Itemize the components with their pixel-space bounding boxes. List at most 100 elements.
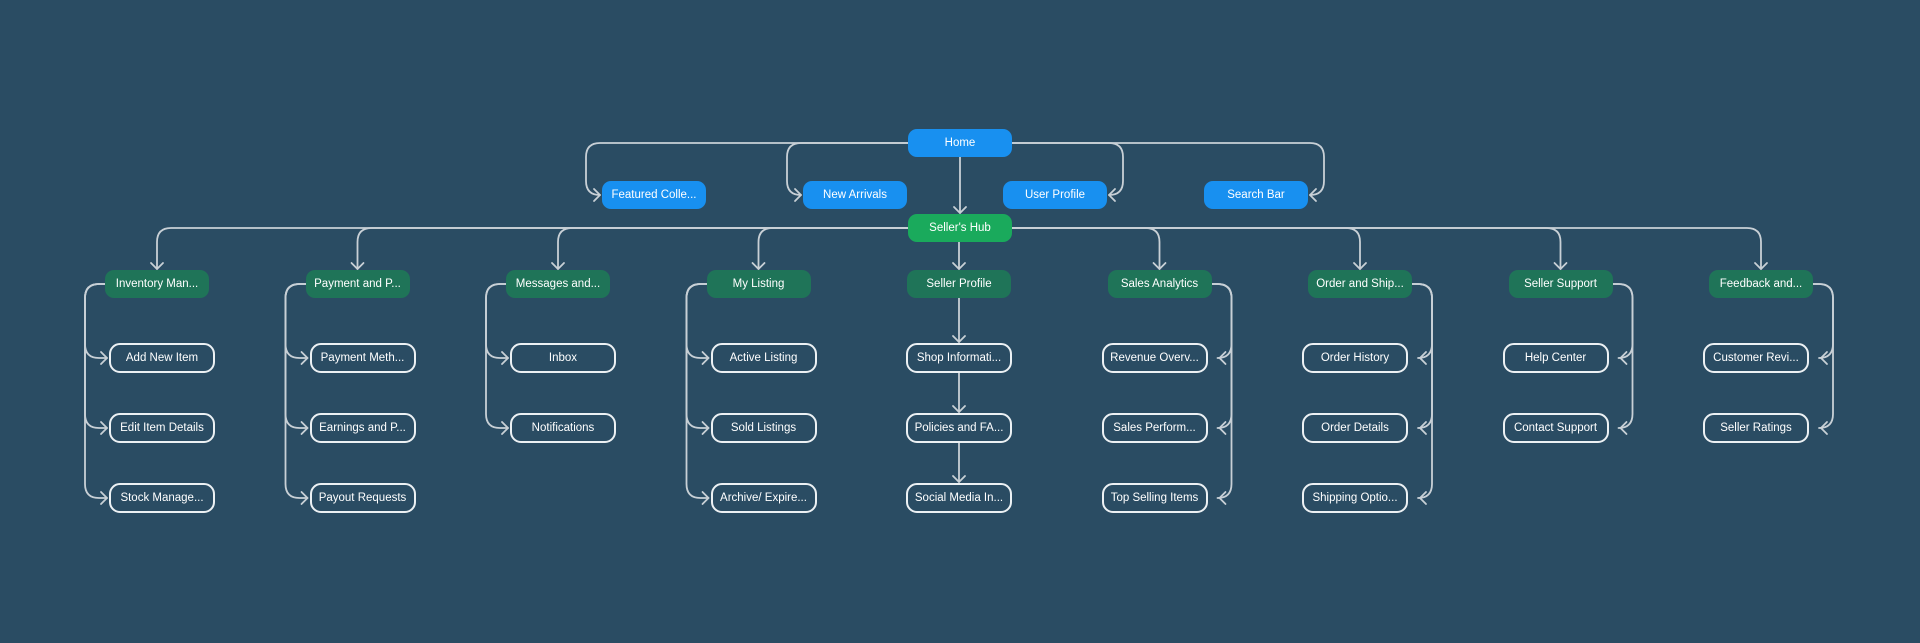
section-sales-analytics[interactable]: Sales Analytics xyxy=(1107,270,1212,298)
page-archive-expire[interactable]: Archive/ Expire... xyxy=(710,483,817,513)
page-active-listing-label: Active Listing xyxy=(729,352,798,364)
page-add-new-item[interactable]: Add New Item xyxy=(109,343,215,373)
connector-hub-section xyxy=(1011,227,1161,270)
connector-section-leaf xyxy=(284,283,309,429)
arrowhead-section-leaf xyxy=(701,491,710,505)
page-sales-perform-label: Sales Perform... xyxy=(1113,422,1196,434)
page-edit-item-details[interactable]: Edit Item Details xyxy=(109,413,215,443)
arrowhead-hub-section xyxy=(1754,262,1768,270)
page-featured-colle-label: Featured Colle... xyxy=(611,189,697,201)
page-active-listing[interactable]: Active Listing xyxy=(710,343,817,373)
page-customer-revi-label: Customer Revi... xyxy=(1713,352,1799,364)
arrowhead-section-leaf xyxy=(701,421,710,435)
connector-section-leaf xyxy=(485,283,509,429)
arrowhead-hub-section xyxy=(150,262,164,270)
page-seller-ratings[interactable]: Seller Ratings xyxy=(1703,413,1809,443)
page-top-selling-items[interactable]: Top Selling Items xyxy=(1101,483,1208,513)
home-node[interactable]: Home xyxy=(908,129,1012,157)
connector-section-leaf xyxy=(1210,283,1233,359)
arrowhead-section-leaf xyxy=(952,335,966,343)
connector-section-leaf xyxy=(685,283,710,359)
section-messages-and[interactable]: Messages and... xyxy=(506,270,610,298)
page-edit-item-details-label: Edit Item Details xyxy=(120,422,204,434)
arrowhead-section-leaf xyxy=(1619,351,1628,365)
connector-section-leaf xyxy=(1812,283,1834,359)
arrowhead-hub-section xyxy=(350,262,365,270)
page-customer-revi[interactable]: Customer Revi... xyxy=(1703,343,1809,373)
page-contact-support-label: Contact Support xyxy=(1513,422,1598,434)
page-search-bar[interactable]: Search Bar xyxy=(1204,181,1308,209)
page-sales-perform[interactable]: Sales Perform... xyxy=(1101,413,1208,443)
section-order-and-ship[interactable]: Order and Ship... xyxy=(1308,270,1412,298)
arrowhead-home-child xyxy=(794,188,802,202)
arrowhead-section-leaf xyxy=(1820,351,1828,365)
page-contact-support[interactable]: Contact Support xyxy=(1502,413,1609,443)
connector-hub-section xyxy=(557,227,909,270)
page-notifications[interactable]: Notifications xyxy=(510,413,616,443)
page-stock-manage[interactable]: Stock Manage... xyxy=(109,483,215,513)
section-inventory-man-label: Inventory Man... xyxy=(115,278,199,290)
section-seller-profile-label: Seller Profile xyxy=(926,278,992,290)
section-payment-and-p-label: Payment and P... xyxy=(314,278,401,290)
page-sold-listings-label: Sold Listings xyxy=(730,422,797,434)
arrowhead-section-leaf xyxy=(1419,351,1427,365)
connector-hub-section xyxy=(1011,227,1762,270)
arrowhead-section-leaf xyxy=(501,351,509,365)
arrowhead-home-child xyxy=(1108,188,1116,202)
page-archive-expire-label: Archive/ Expire... xyxy=(720,492,807,504)
arrowhead-home-child xyxy=(1309,188,1317,202)
page-user-profile-label: User Profile xyxy=(1024,189,1086,201)
page-social-media-in[interactable]: Social Media In... xyxy=(906,483,1012,513)
page-shipping-optio-label: Shipping Optio... xyxy=(1312,492,1398,504)
page-payout-requests[interactable]: Payout Requests xyxy=(309,483,416,513)
page-payout-requests-label: Payout Requests xyxy=(318,492,407,504)
page-order-history-label: Order History xyxy=(1320,352,1390,364)
page-new-arrivals[interactable]: New Arrivals xyxy=(803,181,907,209)
home-node-label: Home xyxy=(944,137,976,149)
section-seller-support-label: Seller Support xyxy=(1524,278,1597,290)
page-shipping-optio[interactable]: Shipping Optio... xyxy=(1302,483,1408,513)
connector-section-leaf xyxy=(1611,283,1634,429)
page-order-history[interactable]: Order History xyxy=(1302,343,1408,373)
section-payment-and-p[interactable]: Payment and P... xyxy=(305,270,410,298)
page-social-media-in-label: Social Media In... xyxy=(914,492,1004,504)
arrowhead-section-leaf xyxy=(1419,421,1427,435)
arrowhead-section-leaf xyxy=(1218,491,1227,505)
arrowhead-section-leaf xyxy=(100,351,108,365)
page-policies-and-fa[interactable]: Policies and FA... xyxy=(906,413,1012,443)
connector-home-child xyxy=(1011,142,1325,196)
page-payment-meth[interactable]: Payment Meth... xyxy=(309,343,416,373)
sellers-hub-node[interactable]: Seller's Hub xyxy=(908,214,1012,242)
section-inventory-man[interactable]: Inventory Man... xyxy=(105,270,209,298)
arrowhead-section-leaf xyxy=(1218,351,1227,365)
page-revenue-overv[interactable]: Revenue Overv... xyxy=(1101,343,1208,373)
connector-section-leaf xyxy=(685,283,710,499)
arrowhead-hub-section xyxy=(1353,262,1367,270)
page-shop-informati[interactable]: Shop Informati... xyxy=(906,343,1012,373)
page-sold-listings[interactable]: Sold Listings xyxy=(710,413,817,443)
section-seller-support[interactable]: Seller Support xyxy=(1508,270,1613,298)
section-my-listing[interactable]: My Listing xyxy=(706,270,811,298)
page-inbox[interactable]: Inbox xyxy=(510,343,616,373)
arrowhead-hub-section xyxy=(551,262,565,270)
arrowhead-hub-section xyxy=(751,262,766,270)
page-featured-colle[interactable]: Featured Colle... xyxy=(602,181,706,209)
page-stock-manage-label: Stock Manage... xyxy=(120,492,204,504)
arrowhead-section-leaf xyxy=(1820,421,1828,435)
connector-section-leaf xyxy=(284,283,309,499)
connector-home-child xyxy=(585,142,909,196)
arrowhead-hub-section xyxy=(1553,262,1568,270)
connector-hub-section xyxy=(757,227,909,270)
section-feedback-and[interactable]: Feedback and... xyxy=(1709,270,1813,298)
section-seller-profile[interactable]: Seller Profile xyxy=(907,270,1011,298)
connector-section-leaf xyxy=(685,283,710,429)
page-shop-informati-label: Shop Informati... xyxy=(916,352,1002,364)
connector-section-leaf xyxy=(1812,283,1834,429)
page-order-details[interactable]: Order Details xyxy=(1302,413,1408,443)
page-user-profile[interactable]: User Profile xyxy=(1003,181,1107,209)
page-help-center[interactable]: Help Center xyxy=(1502,343,1609,373)
connector-section-leaf xyxy=(84,283,108,359)
page-help-center-label: Help Center xyxy=(1524,352,1587,364)
page-earnings-and-p[interactable]: Earnings and P... xyxy=(309,413,416,443)
arrowhead-section-leaf xyxy=(1218,421,1227,435)
